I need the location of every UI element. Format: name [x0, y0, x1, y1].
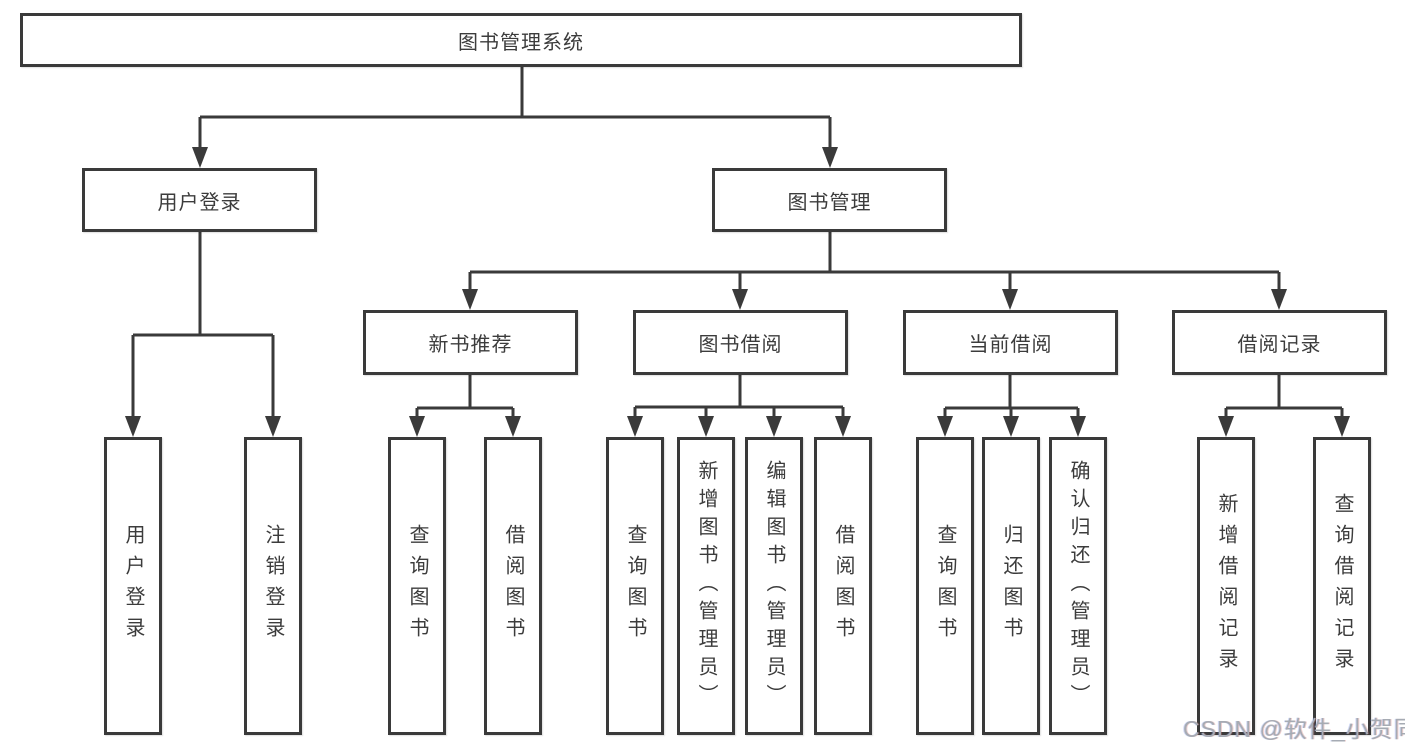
node-book-management: 图书管理 — [712, 168, 947, 232]
leaf-borrow-book-b-label: 借阅图书 — [832, 524, 854, 648]
node-borrow-record: 借阅记录 — [1172, 310, 1387, 375]
leaf-query-borrow-record: 查询借阅记录 — [1313, 437, 1371, 735]
leaf-logout: 注销登录 — [244, 437, 302, 735]
leaf-query-book-a-label: 查询图书 — [406, 524, 428, 648]
leaf-add-borrow-record-label: 新增借阅记录 — [1215, 493, 1237, 679]
leaf-user-login: 用户登录 — [104, 437, 162, 735]
leaf-query-book-under-borrow: 查询图书 — [606, 437, 664, 735]
leaf-query-book-under-current: 查询图书 — [916, 437, 974, 735]
leaf-return-book: 归还图书 — [982, 437, 1040, 735]
leaf-query-book-under-recommend: 查询图书 — [388, 437, 446, 735]
leaf-edit-book-admin: 编辑图书（管理员） — [745, 437, 803, 735]
leaf-logout-label: 注销登录 — [262, 524, 284, 648]
connector-paths — [131, 67, 1344, 420]
arrowheads — [125, 147, 1350, 437]
leaf-confirm-return-admin: 确认归还（管理员） — [1049, 437, 1107, 735]
leaf-return-book-label: 归还图书 — [1000, 524, 1022, 648]
csdn-watermark: CSDN @软件_小贺同学 — [1183, 716, 1405, 742]
leaf-add-book-admin-label: 新增图书（管理员） — [695, 460, 717, 712]
leaf-confirm-return-admin-label: 确认归还（管理员） — [1067, 460, 1089, 712]
leaf-add-borrow-record: 新增借阅记录 — [1197, 437, 1255, 735]
leaf-borrow-book-a-label: 借阅图书 — [502, 524, 524, 648]
node-new-book-recommend: 新书推荐 — [363, 310, 578, 375]
leaf-user-login-label: 用户登录 — [122, 524, 144, 648]
node-root: 图书管理系统 — [20, 13, 1022, 67]
node-book-borrow: 图书借阅 — [633, 310, 848, 375]
leaf-query-book-c-label: 查询图书 — [934, 524, 956, 648]
node-user-login: 用户登录 — [82, 168, 317, 232]
leaf-borrow-book-under-recommend: 借阅图书 — [484, 437, 542, 735]
leaf-add-book-admin: 新增图书（管理员） — [677, 437, 735, 735]
leaf-edit-book-admin-label: 编辑图书（管理员） — [763, 460, 785, 712]
leaf-query-book-b-label: 查询图书 — [624, 524, 646, 648]
leaf-borrow-book-under-borrow: 借阅图书 — [814, 437, 872, 735]
node-current-borrow: 当前借阅 — [903, 310, 1118, 375]
leaf-query-borrow-record-label: 查询借阅记录 — [1331, 493, 1353, 679]
